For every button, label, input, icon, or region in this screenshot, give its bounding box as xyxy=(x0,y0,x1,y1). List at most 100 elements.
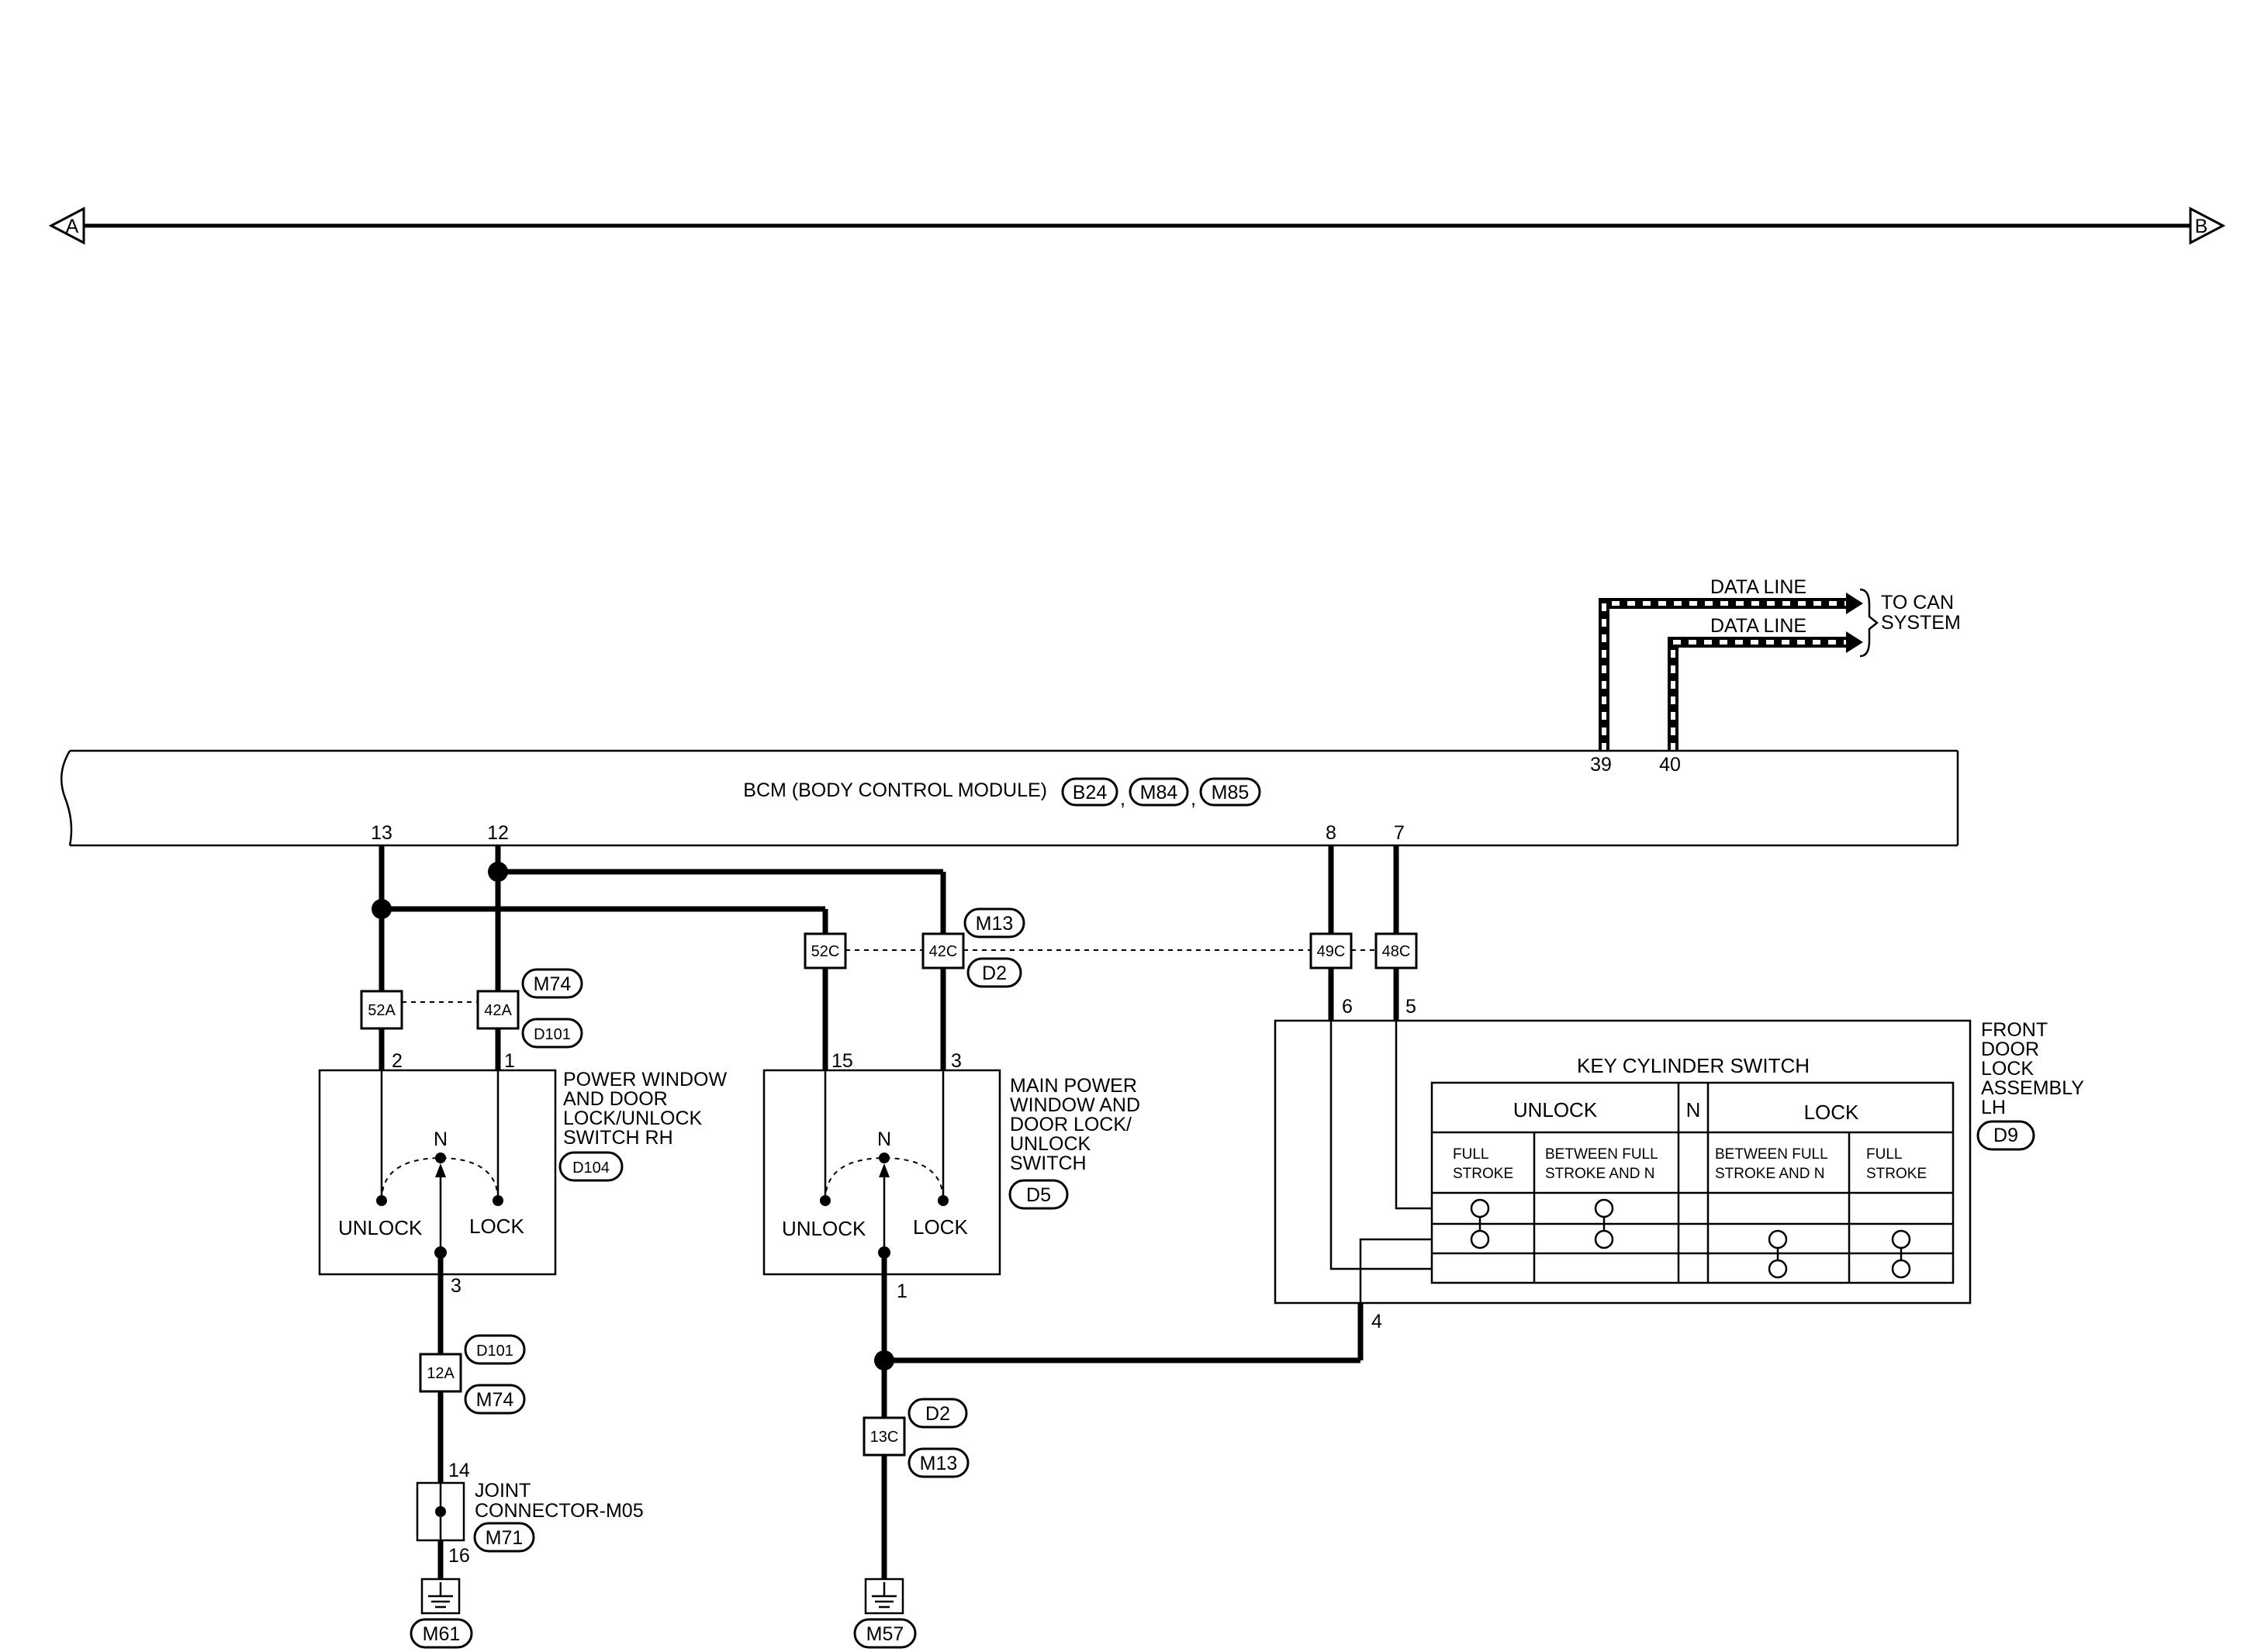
joint-pin-16: 16 xyxy=(448,1545,470,1567)
main-name-line-4: UNLOCK xyxy=(1010,1133,1091,1155)
connector-tag-m13-upper: M13 xyxy=(976,913,1014,935)
rh-name-line-3: LOCK/UNLOCK xyxy=(563,1108,703,1129)
connector-tag-d101-upper: D101 xyxy=(534,1026,571,1043)
main-name-line-5: SWITCH xyxy=(1010,1153,1087,1174)
to-can-label-2: SYSTEM xyxy=(1881,612,1961,634)
joint-name-line-2: CONNECTOR-M05 xyxy=(475,1500,644,1522)
harness-wires xyxy=(372,845,1399,1579)
data-line-label-1: DATA LINE xyxy=(1710,576,1806,598)
svg-text:12A: 12A xyxy=(427,1365,455,1382)
col-full-stroke-1-line-1: FULL xyxy=(1453,1146,1488,1163)
svg-text:52C: 52C xyxy=(811,943,840,960)
svg-text:13C: 13C xyxy=(870,1429,899,1446)
rh-neutral-label: N xyxy=(434,1128,448,1150)
connector-52c xyxy=(804,932,847,969)
bcm-pin-40: 40 xyxy=(1659,754,1681,776)
key-cylinder-table: UNLOCK N LOCK FULL STROKE BETWEEN FULL S… xyxy=(1430,1081,1955,1284)
data-line-label-2: DATA LINE xyxy=(1710,615,1806,637)
connector-52a xyxy=(360,990,403,1030)
connector-tag-d2-lower: D2 xyxy=(925,1403,950,1425)
connector-tag-m13-lower: M13 xyxy=(920,1453,958,1474)
marker-a-icon xyxy=(48,206,85,245)
svg-text:,: , xyxy=(1191,788,1196,810)
connector-tag-d101-lower: D101 xyxy=(476,1343,513,1360)
bcm-pin-12: 12 xyxy=(487,822,509,844)
col-between-2-line-2: STROKE AND N xyxy=(1715,1166,1824,1182)
bcm-pin-8: 8 xyxy=(1326,822,1336,844)
connector-tag-m74-lower: M74 xyxy=(476,1389,514,1411)
col-between-1-line-1: BETWEEN FULL xyxy=(1545,1146,1658,1163)
can-data-lines: DATA LINE DATA LINE TO CAN SYSTEM xyxy=(1599,576,1961,751)
main-unlock-label: UNLOCK xyxy=(782,1217,866,1240)
main-name-line-1: MAIN POWER xyxy=(1010,1075,1137,1097)
bcm-connector-b24: B24 xyxy=(1073,782,1108,804)
ab-reference-line: A B xyxy=(48,206,2226,245)
door-name-line-3: LOCK xyxy=(1981,1058,2034,1080)
col-between-1-line-2: STROKE AND N xyxy=(1545,1166,1654,1182)
ground-label-m61: M61 xyxy=(423,1623,461,1645)
connector-42a xyxy=(476,990,520,1030)
col-full-stroke-1-line-2: STROKE xyxy=(1453,1166,1513,1182)
main-neutral-label: N xyxy=(877,1128,891,1150)
main-name-line-2: WINDOW AND xyxy=(1010,1094,1140,1116)
svg-text:49C: 49C xyxy=(1317,943,1346,960)
svg-text:48C: 48C xyxy=(1382,943,1411,960)
table-neutral-header: N xyxy=(1686,1098,1701,1121)
svg-text:52A: 52A xyxy=(368,1002,396,1019)
ground-m61: M61 xyxy=(410,1578,473,1649)
door-name-line-4: ASSEMBLY xyxy=(1981,1077,2084,1099)
door-name-line-1: FRONT xyxy=(1981,1019,2048,1041)
door-name-line-2: DOOR xyxy=(1981,1039,2039,1060)
rh-lock-label: LOCK xyxy=(469,1215,524,1238)
bcm-connector-m85: M85 xyxy=(1212,782,1250,804)
main-pin-3: 3 xyxy=(951,1050,962,1072)
rh-pin-2: 2 xyxy=(392,1050,403,1072)
door-pin-6: 6 xyxy=(1342,996,1353,1018)
main-switch: 15 3 N UNLOCK LOCK 1 MAIN POWER WINDOW A… xyxy=(762,1050,1140,1302)
bcm-module: BCM (BODY CONTROL MODULE) B24 , M84 , M8… xyxy=(61,749,1959,847)
joint-connector-m71: M71 xyxy=(486,1527,524,1549)
door-pin-5: 5 xyxy=(1405,996,1416,1018)
bcm-label: BCM (BODY CONTROL MODULE) xyxy=(743,779,1047,801)
rh-pin-1: 1 xyxy=(504,1050,515,1072)
to-can-label-1: TO CAN xyxy=(1881,592,1954,613)
rh-connector-d104: D104 xyxy=(572,1160,610,1177)
main-connector-d5: D5 xyxy=(1026,1184,1051,1206)
rh-name-line-1: POWER WINDOW xyxy=(563,1069,727,1090)
bcm-break-icon xyxy=(61,750,73,846)
door-name-line-5: LH xyxy=(1981,1097,2006,1118)
rh-name-line-4: SWITCH RH xyxy=(563,1127,673,1149)
connector-tag-d2-upper: D2 xyxy=(982,963,1007,984)
main-pin-1: 1 xyxy=(897,1280,908,1302)
connector-49c xyxy=(1309,932,1353,969)
key-cylinder-title: KEY CYLINDER SWITCH xyxy=(1577,1054,1810,1077)
rh-switch: 2 1 N UNLOCK LOCK 3 POWER WINDOW AND DOO… xyxy=(318,1050,727,1297)
col-full-stroke-2-line-1: FULL xyxy=(1866,1146,1902,1163)
svg-text:42A: 42A xyxy=(484,1002,512,1019)
table-unlock-header: UNLOCK xyxy=(1513,1098,1598,1121)
main-name-line-3: DOOR LOCK/ xyxy=(1010,1114,1132,1135)
brace-icon xyxy=(1859,588,1879,658)
svg-text:,: , xyxy=(1120,788,1125,810)
bcm-connector-m84: M84 xyxy=(1140,782,1178,804)
svg-text:42C: 42C xyxy=(929,943,958,960)
marker-a-label: A xyxy=(66,216,79,237)
connector-12a xyxy=(419,1353,462,1393)
marker-b-icon xyxy=(2189,206,2226,245)
bcm-pin-13: 13 xyxy=(371,822,392,844)
joint-pin-14: 14 xyxy=(448,1460,470,1481)
col-full-stroke-2-line-2: STROKE xyxy=(1866,1166,1927,1182)
door-connector-d9: D9 xyxy=(1993,1125,2018,1146)
col-between-2-line-1: BETWEEN FULL xyxy=(1715,1146,1828,1163)
bcm-pin-7: 7 xyxy=(1394,822,1405,844)
front-door-lock-assembly: 6 5 4 KEY CYLINDER SWITCH UNLOCK N LOCK … xyxy=(1274,996,2084,1332)
main-lock-label: LOCK xyxy=(913,1215,968,1239)
joint-connector: 14 16 JOINT CONNECTOR-M05 M71 xyxy=(416,1460,644,1567)
rh-name-line-2: AND DOOR xyxy=(563,1088,668,1110)
inline-connectors: 52A 42A M74 D101 52C 42C 49C 48C M13 D2 … xyxy=(360,907,1418,1478)
marker-b-label: B xyxy=(2195,216,2208,237)
joint-name-line-1: JOINT xyxy=(475,1480,531,1502)
ground-m57: M57 xyxy=(853,1578,917,1649)
connector-48c xyxy=(1374,932,1418,969)
connector-13c xyxy=(863,1416,906,1457)
